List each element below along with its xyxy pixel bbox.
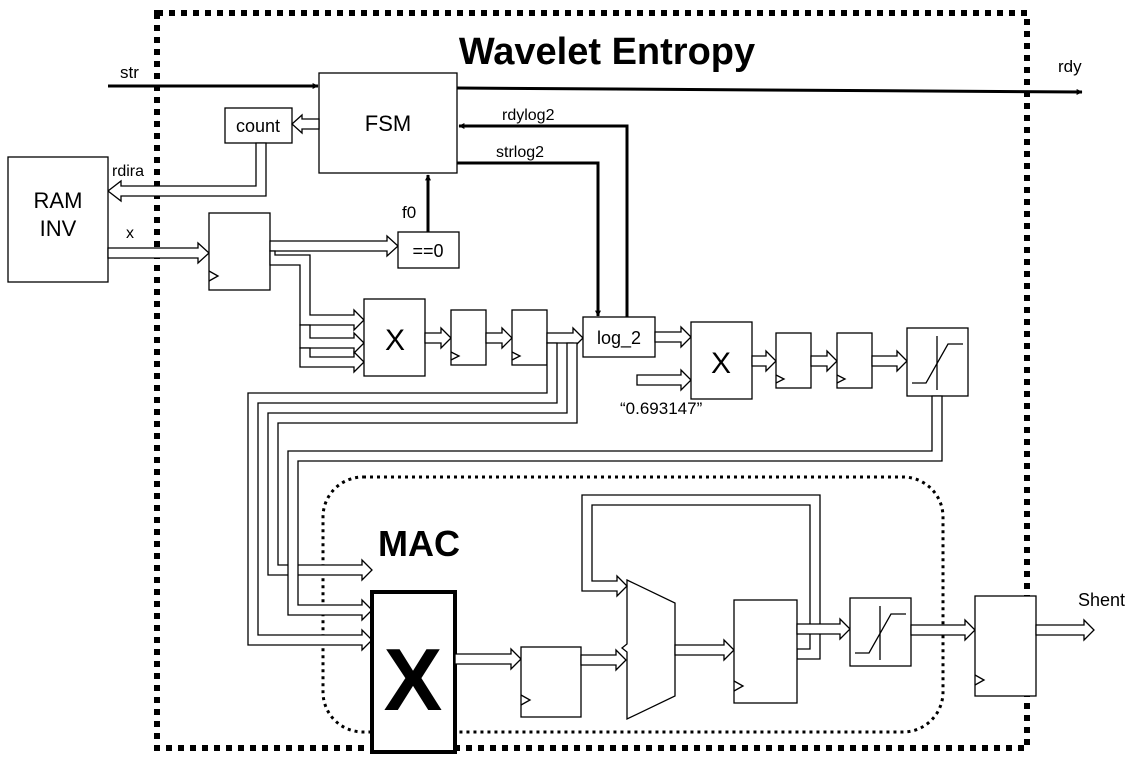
pipeline-register-4-clock bbox=[836, 374, 847, 384]
mac-feed-bus-upper bbox=[267, 342, 578, 582]
shent-bus bbox=[1035, 618, 1095, 642]
inv-label: INV bbox=[40, 216, 77, 241]
mac-multiplier-label: X bbox=[384, 630, 443, 729]
diagram-title: Wavelet Entropy bbox=[459, 31, 755, 73]
constant-bus bbox=[636, 368, 692, 392]
reg-to-mux-bus bbox=[580, 648, 627, 672]
pipeline-register-3-clock bbox=[775, 374, 786, 384]
pipeline-register-1-clock bbox=[450, 351, 461, 361]
mac-register-1-clock bbox=[520, 694, 532, 706]
wavelet-entropy-boundary bbox=[154, 10, 1030, 751]
input-register-clock bbox=[208, 270, 220, 282]
ram-inv-block bbox=[7, 156, 109, 283]
square-feed-bus-b bbox=[299, 324, 365, 355]
x-bus bbox=[107, 241, 210, 265]
mac-mul-to-reg-bus bbox=[454, 647, 522, 671]
strlog2-wire bbox=[457, 161, 601, 317]
rdy-wire bbox=[456, 86, 1083, 95]
mul2-to-reg3-bus bbox=[751, 349, 777, 373]
mac-feed-bus-lower bbox=[247, 342, 558, 652]
pipeline-register-2-clock bbox=[511, 351, 522, 361]
zero-check-bus bbox=[269, 234, 399, 258]
log-to-mul2-bus bbox=[654, 325, 692, 349]
square-feed-bus bbox=[269, 250, 365, 332]
shent-label: Shent bbox=[1078, 590, 1125, 610]
accumulator-feedback-bus bbox=[581, 494, 821, 660]
mux-to-acc-bus bbox=[674, 638, 735, 662]
acc-to-sat2-bus bbox=[796, 617, 851, 641]
rdylog2-label: rdylog2 bbox=[502, 107, 555, 124]
reg1-to-reg2-bus bbox=[485, 326, 513, 350]
rdy-label: rdy bbox=[1058, 57, 1082, 76]
mul-to-reg1-bus bbox=[424, 326, 452, 350]
mac-accumulator-register bbox=[733, 599, 798, 704]
zero-check-label: ==0 bbox=[412, 241, 443, 261]
zero-check-block bbox=[397, 231, 460, 269]
constant-label: “0.693147” bbox=[620, 399, 703, 418]
log2-label: log_2 bbox=[597, 328, 641, 349]
output-register-clock bbox=[974, 674, 986, 686]
output-register bbox=[974, 595, 1037, 697]
mac-mux bbox=[620, 578, 676, 721]
multiplier-label: X bbox=[385, 324, 405, 357]
mac-feed-bus-middle bbox=[287, 395, 943, 622]
pipeline-register-2 bbox=[511, 309, 548, 366]
pipeline-register-3 bbox=[775, 332, 812, 389]
fsm-to-count-bus bbox=[291, 113, 320, 135]
pipeline-register-4 bbox=[836, 332, 873, 389]
reg3-to-reg4-bus bbox=[810, 349, 838, 373]
reg4-to-sat-bus bbox=[871, 349, 908, 373]
square-feed-bus-c bbox=[299, 347, 365, 374]
fsm-label: FSM bbox=[365, 111, 411, 136]
f0-label: f0 bbox=[402, 203, 416, 222]
str-label: str bbox=[120, 63, 139, 82]
input-register bbox=[208, 212, 271, 291]
ram-label: RAM bbox=[34, 188, 83, 213]
rdira-bus bbox=[106, 142, 267, 203]
mac-title: MAC bbox=[378, 523, 460, 564]
multiplier-block bbox=[363, 298, 426, 377]
rdylog2-wire bbox=[458, 123, 629, 317]
mac-multiplier-block bbox=[370, 590, 457, 754]
x-label: x bbox=[126, 225, 134, 242]
count-block bbox=[224, 107, 293, 144]
mac-accumulator-register-clock bbox=[733, 680, 745, 692]
log2-block bbox=[582, 316, 656, 358]
strlog2-label: strlog2 bbox=[496, 144, 544, 161]
sat2-to-out-reg-bus bbox=[910, 618, 976, 642]
count-label: count bbox=[236, 116, 280, 136]
rdira-label: rdira bbox=[112, 163, 144, 180]
mac-register-1 bbox=[520, 646, 582, 718]
multiplier-2-label: X bbox=[711, 347, 731, 380]
